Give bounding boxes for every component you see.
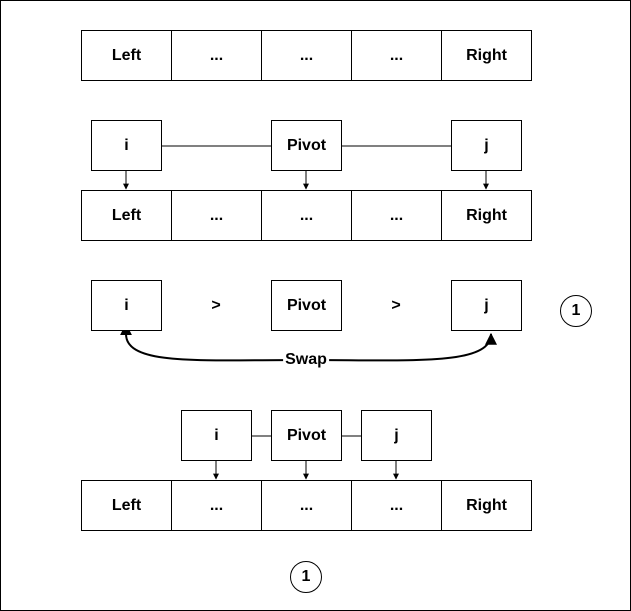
array-cell: ... — [261, 190, 352, 241]
compare-pivot: Pivot — [271, 280, 342, 331]
array-cell: ... — [351, 480, 442, 531]
greater-than-sign: > — [211, 297, 221, 314]
pointer-pivot-2: Pivot — [271, 410, 342, 461]
array-cell: ... — [351, 30, 442, 81]
pointer-i: i — [91, 120, 162, 171]
array-cell: ... — [261, 30, 352, 81]
compare-i: i — [91, 280, 162, 331]
array-cell-left: Left — [81, 480, 172, 531]
step-marker-2: 1 — [290, 561, 322, 593]
swap-label: Swap — [283, 351, 329, 369]
array-cell: ... — [261, 480, 352, 531]
pointer-j-2: j — [361, 410, 432, 461]
step-marker-1: 1 — [560, 295, 592, 327]
pointer-j: j — [451, 120, 522, 171]
array-cell: ... — [171, 30, 262, 81]
array-cell-left: Left — [81, 190, 172, 241]
array-cell: ... — [351, 190, 442, 241]
array-cell-right: Right — [441, 190, 532, 241]
pointer-i-2: i — [181, 410, 252, 461]
array-cell-left: Left — [81, 30, 172, 81]
array-cell-right: Right — [441, 30, 532, 81]
array-row-2: Left ... ... ... Right — [81, 190, 532, 241]
greater-than-sign: > — [391, 297, 401, 314]
array-cell-right: Right — [441, 480, 532, 531]
array-cell: ... — [171, 190, 262, 241]
compare-j: j — [451, 280, 522, 331]
array-cell: ... — [171, 480, 262, 531]
array-row-3: Left ... ... ... Right — [81, 480, 532, 531]
pointer-pivot: Pivot — [271, 120, 342, 171]
array-row-1: Left ... ... ... Right — [81, 30, 532, 81]
